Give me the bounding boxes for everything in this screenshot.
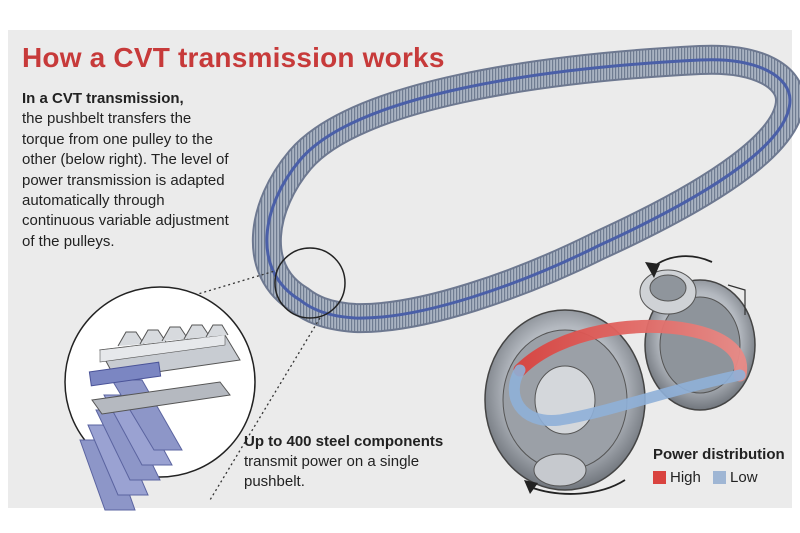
legend-item-low: Low (713, 469, 758, 486)
belt-low-section (508, 364, 746, 427)
legend-label-high: High (670, 469, 701, 486)
caption-body: transmit power on a single pushbelt. (244, 453, 420, 490)
legend-swatch-low (713, 471, 727, 484)
intro-body: the pushbelt transfers the torque from o… (22, 110, 229, 250)
pushbelt-loop (252, 44, 800, 334)
belt-high-section (513, 319, 748, 382)
legend-label-low: Low (730, 469, 758, 486)
legend-swatch-high (653, 471, 666, 484)
pushbelt-detail (64, 286, 256, 511)
intro-text: In a CVT transmission, the pushbelt tran… (22, 89, 237, 252)
caption-lead: Up to 400 steel components (244, 433, 444, 450)
zoom-line-lower (209, 317, 321, 501)
legend-title: Power distribution (653, 446, 785, 463)
rotation-arrow-top (649, 255, 713, 271)
pushbelt-caption: Up to 400 steel components transmit powe… (244, 432, 484, 492)
zoom-marker-circle (274, 247, 346, 319)
power-legend: Power distribution High Low (653, 446, 785, 488)
intro-lead: In a CVT transmission, (22, 90, 184, 107)
legend-item-high: High (653, 469, 701, 486)
pulley-assembly (484, 255, 756, 495)
rotation-arrow-bottom (529, 479, 626, 495)
page-title: How a CVT transmission works (22, 42, 445, 73)
